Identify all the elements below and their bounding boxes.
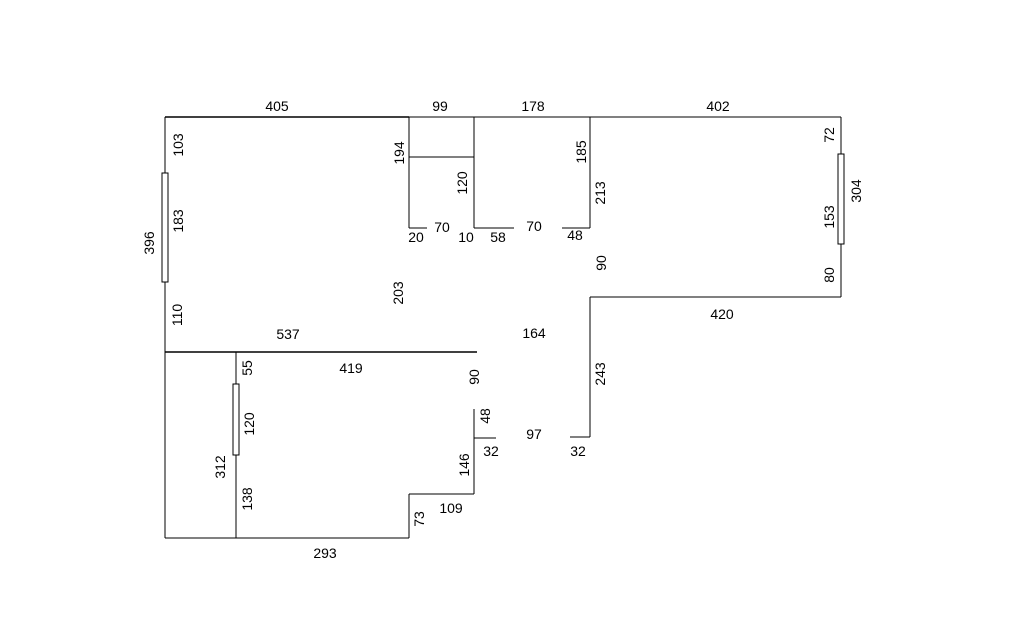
dim-room-90: 90: [466, 369, 482, 385]
dim-closet-213: 213: [592, 181, 608, 205]
dim-closet-10: 10: [458, 229, 474, 245]
dim-wall-537: 537: [276, 326, 300, 342]
dim-top-99: 99: [432, 98, 448, 114]
dim-closet-48: 48: [567, 227, 583, 243]
dim-room-138: 138: [239, 487, 255, 511]
dim-mid-90: 90: [593, 255, 609, 271]
dim-top-402: 402: [706, 98, 730, 114]
dim-right-304: 304: [848, 179, 864, 203]
dim-step-420: 420: [710, 306, 734, 322]
dim-closet-58: 58: [490, 229, 506, 245]
dim-closet-70a: 70: [434, 219, 450, 235]
window-right: [837, 153, 845, 245]
dim-left-103: 103: [170, 133, 186, 157]
dim-left-110: 110: [169, 304, 185, 327]
window-left: [161, 172, 169, 283]
dim-right-80: 80: [821, 267, 837, 283]
dim-room-97: 97: [526, 426, 542, 442]
dim-room-55: 55: [239, 360, 255, 376]
windows: [161, 153, 845, 456]
dim-mid-203: 203: [390, 281, 406, 305]
dim-wall-164: 164: [522, 325, 546, 341]
dim-room-109: 109: [439, 500, 463, 516]
dim-left-396: 396: [141, 231, 157, 255]
dim-closet-120: 120: [454, 171, 470, 195]
dim-closet-70b: 70: [526, 218, 542, 234]
dim-closet-194: 194: [391, 141, 407, 165]
dim-room-32b: 32: [570, 443, 586, 459]
dim-room-146: 146: [456, 453, 472, 477]
dim-room-419: 419: [339, 360, 363, 376]
dim-room-120: 120: [241, 412, 257, 436]
dim-room-48: 48: [477, 408, 493, 424]
dim-top-405: 405: [265, 98, 289, 114]
dim-closet-20: 20: [408, 229, 424, 245]
dim-room-312: 312: [212, 455, 228, 479]
dim-room-73: 73: [411, 511, 427, 527]
dimension-labels-vertical: 103 183 396 110 194 120 185 213 72 304 1…: [141, 127, 864, 527]
walls: [164, 116, 842, 539]
dim-right-72: 72: [821, 127, 837, 143]
dim-room-32a: 32: [483, 443, 499, 459]
dim-wall-243: 243: [592, 362, 608, 386]
dim-closet-185: 185: [573, 140, 589, 164]
dim-right-153: 153: [821, 205, 837, 229]
window-room: [232, 383, 240, 456]
dim-top-178: 178: [521, 98, 545, 114]
dim-bottom-293: 293: [313, 545, 337, 561]
dimension-labels-horizontal: 405 99 178 402 20 70 10 58 70 48 420 537…: [265, 98, 734, 561]
dim-left-183: 183: [170, 209, 186, 233]
